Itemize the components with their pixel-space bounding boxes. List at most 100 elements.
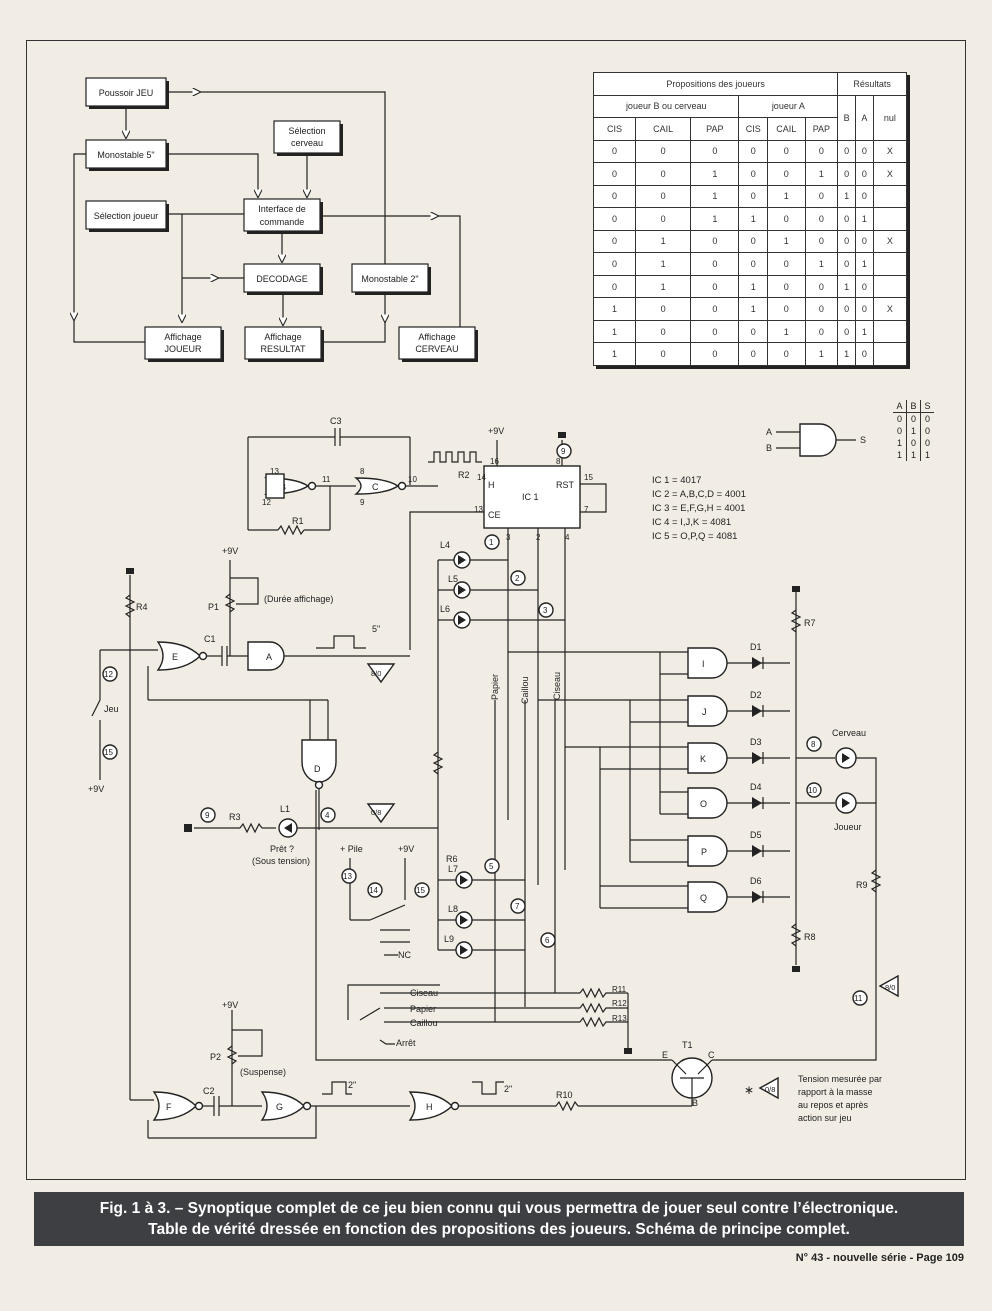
svg-text:2": 2" (348, 1080, 356, 1090)
svg-text:Sélection: Sélection (288, 126, 325, 136)
svg-text:D4: D4 (750, 782, 762, 792)
svg-text:J: J (702, 707, 707, 717)
svg-text:C2: C2 (203, 1086, 215, 1096)
truth-cell: 0 (690, 342, 740, 366)
truth-cell: 1 (855, 207, 874, 231)
svg-text:O: O (700, 799, 707, 809)
truth-cell: 0 (767, 139, 806, 164)
truth-cell: 0 (804, 274, 839, 299)
svg-text:K: K (700, 754, 706, 764)
and-col-s: S (920, 400, 934, 413)
truth-cell: 0 (635, 184, 692, 209)
truth-cell: 1 (837, 342, 857, 366)
truth-col-cail-a: CAIL (767, 117, 806, 141)
truth-col-cis-b: CIS (592, 117, 637, 141)
truth-cell (872, 319, 908, 344)
truth-cell: 0 (690, 319, 740, 344)
truth-cell: 1 (767, 319, 806, 344)
svg-text:10: 10 (808, 786, 817, 795)
svg-text:R12: R12 (612, 999, 627, 1008)
svg-text:7: 7 (584, 505, 589, 514)
svg-text:+9V: +9V (88, 784, 104, 794)
svg-text:D2: D2 (750, 690, 762, 700)
svg-text:1: 1 (489, 538, 494, 547)
caption-line-2: Table de vérité dressée en fonction des … (148, 1221, 850, 1238)
and-cell: 0 (896, 426, 902, 436)
truth-table: Propositions des joueurs Résultats joueu… (592, 72, 908, 366)
truth-cell: 0 (635, 319, 692, 344)
truth-cell: 0 (738, 139, 769, 164)
svg-text:E: E (172, 652, 178, 662)
svg-text:(Suspense): (Suspense) (240, 1067, 286, 1077)
truth-cell: 0 (690, 229, 740, 254)
truth-cell: 0 (855, 162, 874, 186)
schematic: C3 B 13 12 11 C 8 9 10 R1 (88, 416, 899, 1139)
svg-text:8: 8 (811, 740, 816, 749)
svg-text:L5: L5 (448, 574, 458, 584)
svg-text:13: 13 (270, 467, 279, 476)
svg-text:A: A (766, 427, 772, 437)
svg-text:Papier: Papier (490, 674, 500, 700)
svg-text:E: E (662, 1050, 668, 1060)
synoptic-diagram: Poussoir JEU Monostable 5" Sélection cer… (74, 77, 478, 362)
svg-text:15: 15 (104, 748, 113, 757)
truth-cell: 0 (804, 139, 839, 164)
and-cell: 1 (906, 449, 921, 461)
truth-cell: 0 (855, 229, 874, 254)
and-cell: 1 (896, 450, 902, 460)
and-cell: 0 (906, 412, 921, 425)
truth-cell: 1 (804, 162, 839, 186)
svg-text:JOUEUR: JOUEUR (164, 344, 202, 354)
svg-text:Prêt ?: Prêt ? (270, 844, 294, 854)
svg-text:8/0: 8/0 (885, 983, 895, 992)
svg-text:B: B (692, 1098, 698, 1108)
truth-cell: 0 (804, 184, 839, 209)
svg-text:8/0: 8/0 (371, 669, 381, 678)
svg-text:+9V: +9V (398, 844, 414, 854)
truth-cell: 0 (855, 184, 874, 209)
svg-text:D1: D1 (750, 642, 762, 652)
truth-cell: 0 (738, 184, 769, 209)
truth-header-propositions: Propositions des joueurs (592, 72, 839, 96)
truth-cell: 0 (855, 297, 874, 321)
truth-cell: 0 (767, 252, 806, 276)
power-switch: + Pile +9V NC (340, 844, 414, 960)
svg-text:L1: L1 (280, 804, 290, 814)
truth-cell: 0 (804, 207, 839, 231)
truth-cell: 1 (837, 184, 857, 209)
svg-text:Caillou: Caillou (520, 676, 530, 704)
truth-cell: 1 (738, 274, 769, 299)
truth-cell (872, 274, 908, 299)
truth-cell: 0 (690, 139, 740, 164)
truth-cell: 0 (837, 207, 857, 231)
svg-text:14: 14 (477, 473, 486, 482)
svg-text:∗: ∗ (744, 1083, 754, 1097)
svg-text:11: 11 (322, 475, 331, 484)
truth-cell: 0 (837, 162, 857, 186)
and-cell: 1 (896, 438, 902, 448)
truth-cell: 0 (592, 162, 637, 186)
svg-text:2": 2" (504, 1084, 512, 1094)
truth-header-resultats: Résultats (837, 72, 907, 96)
svg-text:15: 15 (416, 886, 425, 895)
svg-text:+9V: +9V (222, 546, 238, 556)
svg-text:IC 1: IC 1 (522, 492, 539, 502)
truth-header-joueur-a: joueur A (738, 94, 839, 119)
truth-col-cis-a: CIS (738, 117, 769, 141)
truth-cell: 1 (635, 252, 692, 276)
truth-cell: 0 (738, 229, 769, 254)
truth-cell: 0 (804, 297, 839, 321)
svg-text:NC: NC (398, 950, 411, 960)
block-mono5: Monostable 5" (85, 139, 169, 171)
svg-text:F: F (166, 1102, 172, 1112)
block-aff-resultat: Affichage RESULTAT (244, 326, 324, 362)
svg-text:5": 5" (372, 624, 380, 634)
truth-cell: 0 (837, 252, 857, 276)
and-cell: 1 (906, 425, 921, 437)
truth-cell: 0 (592, 184, 637, 209)
truth-cell: 1 (635, 229, 692, 254)
svg-text:13: 13 (474, 505, 483, 514)
